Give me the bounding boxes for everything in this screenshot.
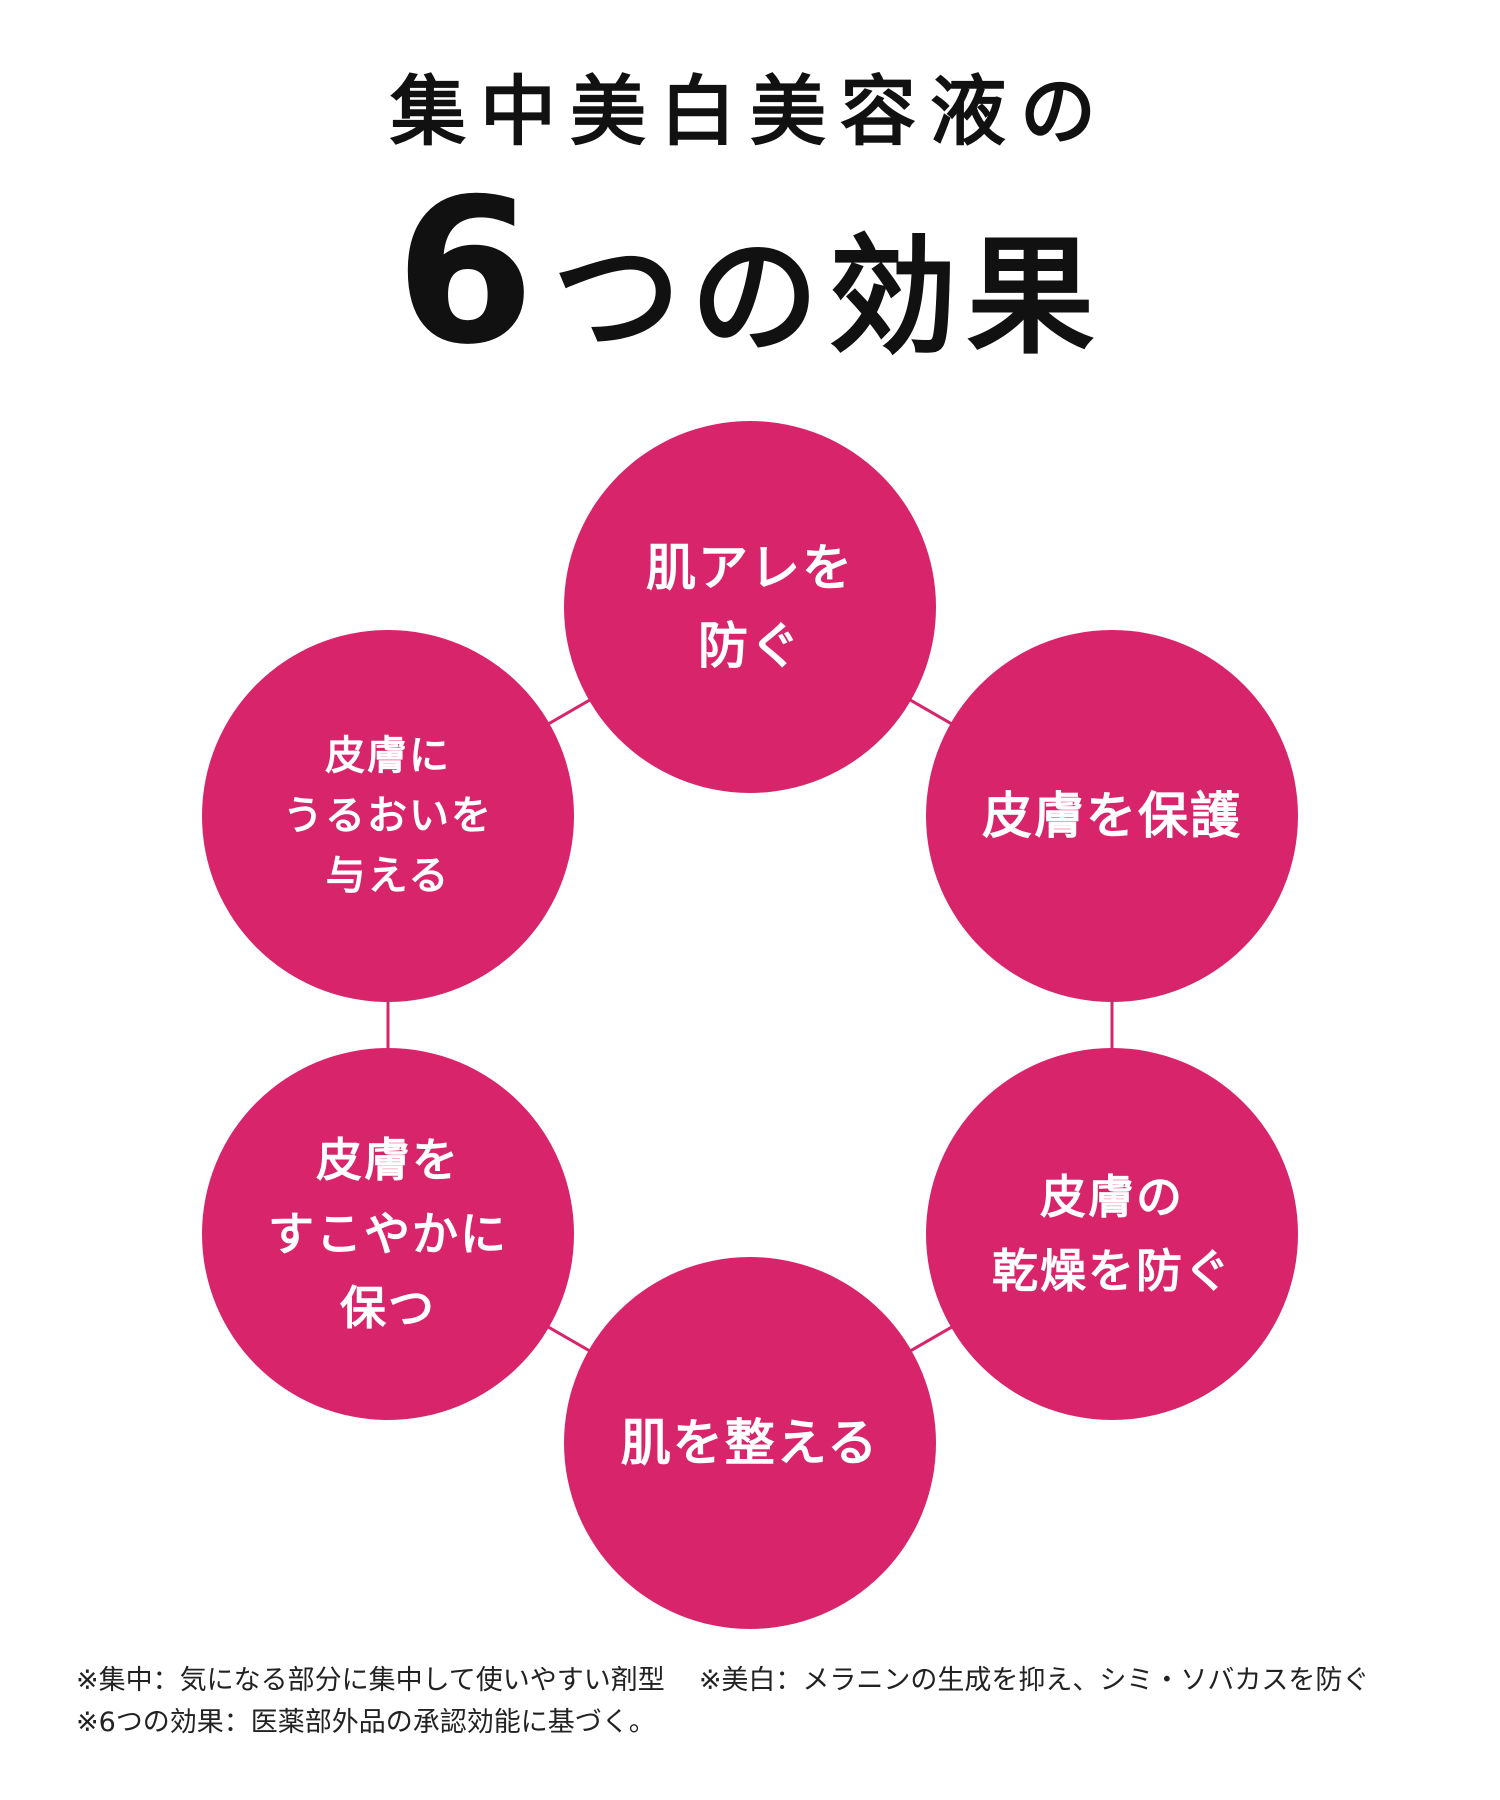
effect-circle-prevent-rough-skin: 肌アレを 防ぐ bbox=[564, 421, 936, 793]
footnote-six-effects: ※6つの効果：医薬部外品の承認効能に基づく。 bbox=[76, 1707, 656, 1738]
title-number: 6 bbox=[395, 156, 553, 389]
effect-label: 肌を整える bbox=[620, 1414, 880, 1472]
effect-label: 皮膚を保護 bbox=[981, 787, 1242, 845]
title-text: つの効果 bbox=[552, 223, 1105, 372]
effect-label: 皮膚を すこやかに 保つ bbox=[268, 1133, 508, 1335]
effect-label: 皮膚に うるおいを 与える bbox=[283, 733, 493, 899]
effect-circle-moisturize: 皮膚に うるおいを 与える bbox=[202, 630, 574, 1002]
footnote-row: ※集中：気になる部分に集中して使いやすい剤型 ※美白：メラニンの生成を抑え、シミ・… bbox=[76, 1660, 1436, 1702]
page-title: 6つの効果 bbox=[0, 173, 1500, 393]
effect-circle-keep-healthy: 皮膚を すこやかに 保つ bbox=[202, 1048, 574, 1420]
footnote-whitening: ※美白：メラニンの生成を抑え、シミ・ソバカスを防ぐ bbox=[698, 1665, 1370, 1696]
effect-circle-protect-skin: 皮膚を保護 bbox=[925, 630, 1298, 1002]
effect-circle-condition-skin: 肌を整える bbox=[564, 1257, 936, 1629]
effect-circle-prevent-dryness: 皮膚の 乾燥を防ぐ bbox=[925, 1048, 1298, 1420]
footnote-row: ※6つの効果：医薬部外品の承認効能に基づく。 bbox=[76, 1702, 1436, 1744]
effect-label: 肌アレを 防ぐ bbox=[646, 539, 854, 675]
footnote-concentrated: ※集中：気になる部分に集中して使いやすい剤型 bbox=[76, 1665, 665, 1696]
effect-label: 皮膚の 乾燥を防ぐ bbox=[991, 1170, 1232, 1298]
footnotes: ※集中：気になる部分に集中して使いやすい剤型 ※美白：メラニンの生成を抑え、シミ・… bbox=[76, 1660, 1436, 1744]
title-subheading: 集中美白美容液の bbox=[390, 67, 1110, 156]
